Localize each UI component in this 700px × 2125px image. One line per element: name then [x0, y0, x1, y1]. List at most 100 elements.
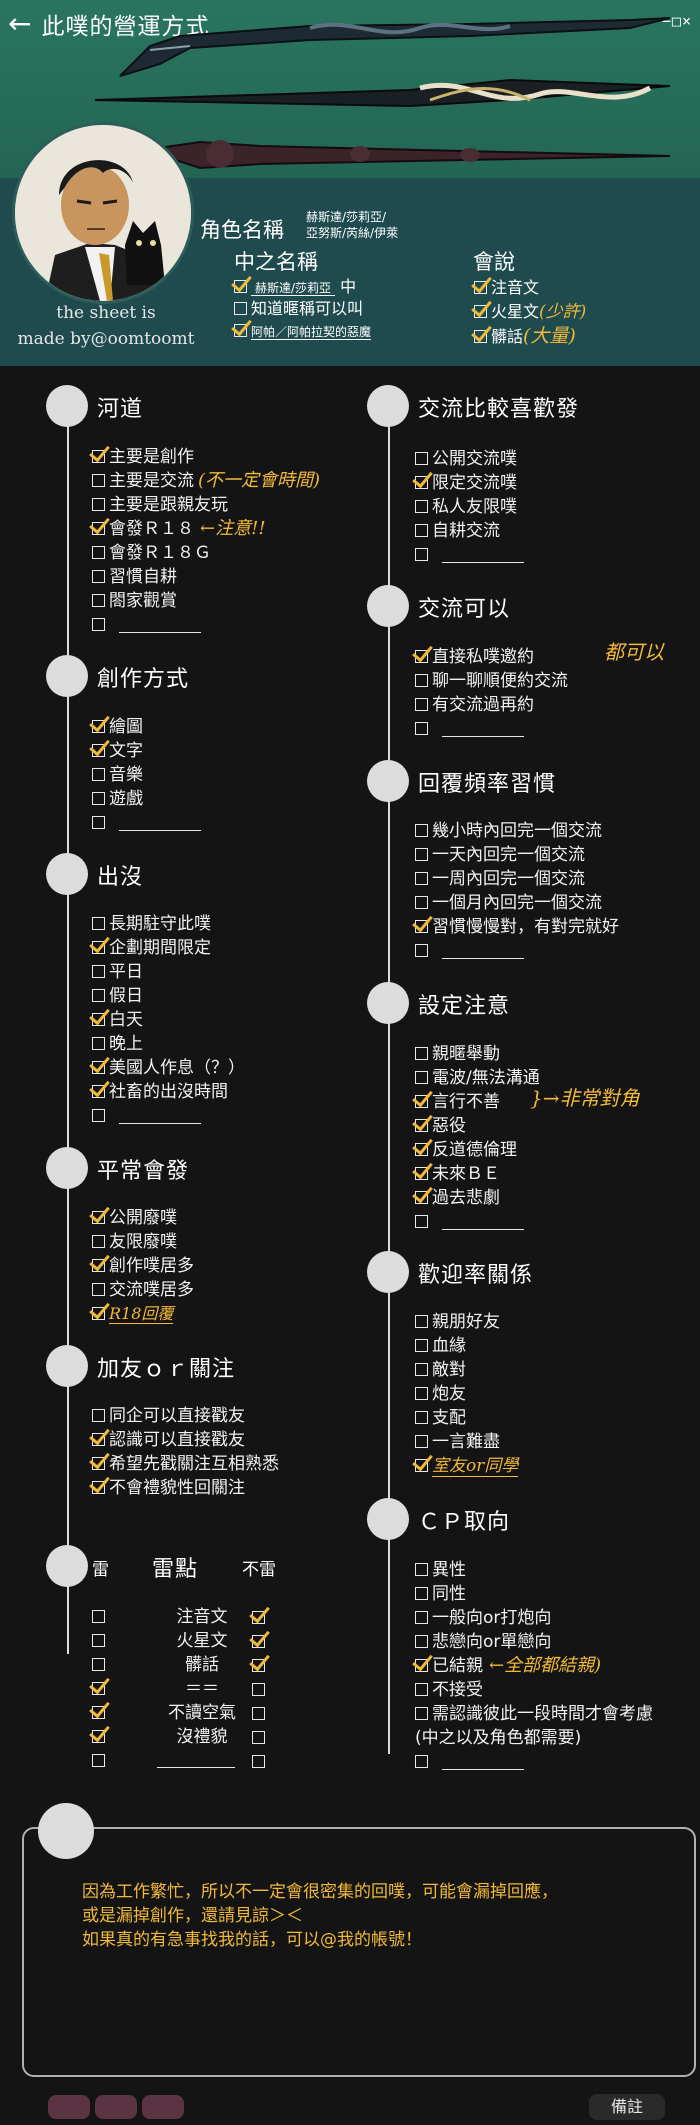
back-arrow-icon[interactable]: ←	[8, 7, 32, 40]
checkbox-checked[interactable]	[92, 744, 105, 757]
checkbox-checked[interactable]	[92, 1457, 105, 1470]
checkbox-checked[interactable]	[92, 1013, 105, 1026]
checkbox-empty[interactable]	[252, 1683, 265, 1696]
checkbox-empty[interactable]	[92, 1037, 105, 1050]
checkbox-empty[interactable]	[252, 1731, 265, 1744]
checkbox-checked[interactable]	[252, 1635, 265, 1648]
checkbox-checked[interactable]	[415, 1659, 428, 1672]
checkbox-checked[interactable]	[92, 941, 105, 954]
checkbox-checked[interactable]	[92, 450, 105, 463]
checkbox-checked[interactable]	[415, 1119, 428, 1132]
checkbox-empty[interactable]	[92, 965, 105, 978]
checkbox-empty[interactable]	[415, 722, 428, 735]
checkbox-checked[interactable]	[252, 1659, 265, 1672]
remark-button[interactable]: 備註	[589, 2094, 665, 2120]
checkbox-checked[interactable]	[474, 330, 487, 343]
checkbox-checked[interactable]	[415, 476, 428, 489]
checkbox-empty[interactable]	[92, 1754, 105, 1767]
checkbox-empty[interactable]	[92, 1610, 105, 1623]
checkbox-empty[interactable]	[415, 824, 428, 837]
checkbox-empty[interactable]	[415, 872, 428, 885]
checkbox-empty[interactable]	[92, 1409, 105, 1422]
checkbox-empty[interactable]	[92, 594, 105, 607]
checkbox-checked[interactable]	[92, 1061, 105, 1074]
checkbox-empty[interactable]	[415, 1071, 428, 1084]
checkbox-checked[interactable]	[234, 280, 247, 293]
checkbox-empty[interactable]	[92, 1283, 105, 1296]
blank-field[interactable]	[442, 1753, 524, 1770]
checkbox-checked[interactable]	[92, 1259, 105, 1272]
checkbox-empty[interactable]	[92, 498, 105, 511]
checkbox-empty[interactable]	[415, 1363, 428, 1376]
checkbox-checked[interactable]	[252, 1611, 265, 1624]
checkbox-empty[interactable]	[415, 1611, 428, 1624]
checkbox-empty[interactable]	[415, 1563, 428, 1576]
checkbox-empty[interactable]	[92, 768, 105, 781]
checkbox-empty[interactable]	[415, 1635, 428, 1648]
checkbox-empty[interactable]	[415, 1683, 428, 1696]
checkbox-checked[interactable]	[415, 1459, 428, 1472]
blank-field[interactable]	[442, 1213, 524, 1230]
checkbox-empty[interactable]	[92, 1235, 105, 1248]
checkbox-empty[interactable]	[415, 1339, 428, 1352]
checkbox-checked[interactable]	[92, 522, 105, 535]
checkbox-empty[interactable]	[92, 570, 105, 583]
checkbox-checked[interactable]	[415, 1167, 428, 1180]
blank-field[interactable]	[442, 942, 524, 959]
checkbox-empty[interactable]	[92, 1109, 105, 1122]
blank-field[interactable]	[442, 546, 524, 563]
checkbox-empty[interactable]	[415, 1755, 428, 1768]
checkbox-empty[interactable]	[415, 1411, 428, 1424]
checkbox-empty[interactable]	[92, 989, 105, 1002]
checkbox-checked[interactable]	[92, 1730, 105, 1743]
checkbox-empty[interactable]	[415, 944, 428, 957]
checkbox-checked[interactable]	[92, 1307, 105, 1320]
checkbox-empty[interactable]	[415, 500, 428, 513]
checkbox-empty[interactable]	[92, 917, 105, 930]
checkbox-checked[interactable]	[474, 281, 487, 294]
footer-tab-1[interactable]	[48, 2095, 90, 2119]
checkbox-empty[interactable]	[415, 896, 428, 909]
checkbox-checked[interactable]	[92, 1211, 105, 1224]
checkbox-empty[interactable]	[415, 452, 428, 465]
blank-field[interactable]	[157, 1751, 235, 1768]
checkbox-empty[interactable]	[92, 1658, 105, 1671]
blank-field[interactable]	[119, 616, 201, 633]
checkbox-checked[interactable]	[415, 920, 428, 933]
checkbox-empty[interactable]	[92, 474, 105, 487]
checkbox-checked[interactable]	[474, 305, 487, 318]
checkbox-checked[interactable]	[92, 1085, 105, 1098]
checkbox-empty[interactable]	[415, 1047, 428, 1060]
checkbox-checked[interactable]	[415, 650, 428, 663]
checkbox-empty[interactable]	[415, 674, 428, 687]
checkbox-checked[interactable]	[415, 1095, 428, 1108]
checkbox-checked[interactable]	[415, 1143, 428, 1156]
checkbox-checked[interactable]	[92, 720, 105, 733]
blank-field[interactable]	[442, 720, 524, 737]
checkbox-empty[interactable]	[92, 618, 105, 631]
checkbox-empty[interactable]	[415, 698, 428, 711]
checkbox-empty[interactable]	[234, 302, 247, 315]
checkbox-empty[interactable]	[92, 546, 105, 559]
checkbox-empty[interactable]	[415, 1435, 428, 1448]
checkbox-empty[interactable]	[415, 524, 428, 537]
checkbox-empty[interactable]	[415, 1315, 428, 1328]
checkbox-checked[interactable]	[415, 1191, 428, 1204]
footer-tab-3[interactable]	[142, 2095, 184, 2119]
footer-tab-2[interactable]	[95, 2095, 137, 2119]
checkbox-empty[interactable]	[415, 548, 428, 561]
checkbox-checked[interactable]	[92, 1682, 105, 1695]
checkbox-empty[interactable]	[415, 1707, 428, 1720]
window-controls[interactable]: −□×	[661, 12, 692, 30]
checkbox-checked[interactable]	[234, 324, 247, 337]
checkbox-checked[interactable]	[92, 1706, 105, 1719]
checkbox-empty[interactable]	[415, 1215, 428, 1228]
checkbox-checked[interactable]	[92, 1433, 105, 1446]
checkbox-empty[interactable]	[415, 848, 428, 861]
checkbox-empty[interactable]	[415, 1387, 428, 1400]
blank-field[interactable]	[119, 1107, 201, 1124]
checkbox-empty[interactable]	[92, 816, 105, 829]
checkbox-empty[interactable]	[415, 1587, 428, 1600]
checkbox-empty[interactable]	[92, 792, 105, 805]
checkbox-empty[interactable]	[92, 1634, 105, 1647]
